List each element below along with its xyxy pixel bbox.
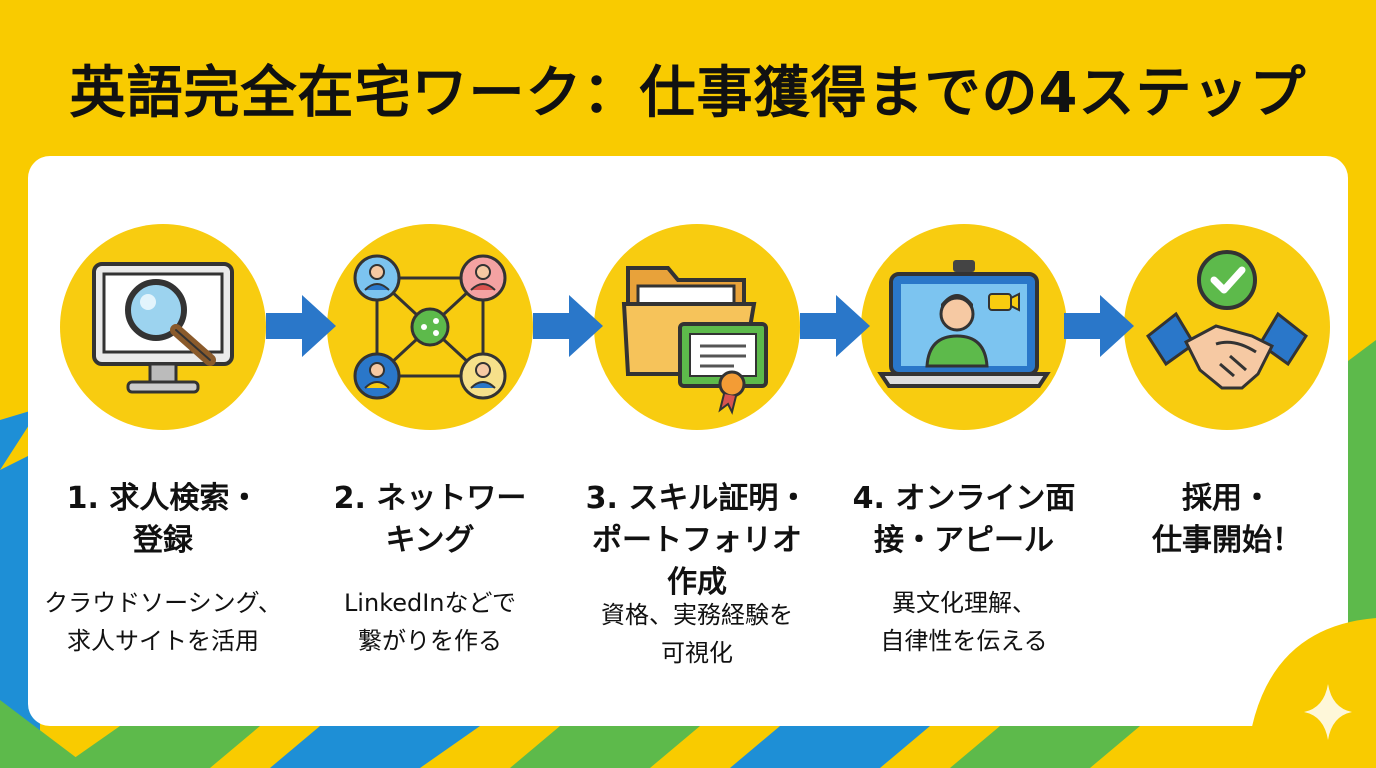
step-3-description: 資格、実務経験を 可視化 [601,601,793,667]
step-2-description: LinkedInなどで 繋がりを作る [343,589,517,655]
arrow-right-icon [1064,295,1134,357]
step-4-title: 4. オンライン面 接・アピール [852,481,1076,558]
network-people-icon [327,224,533,430]
step-5-title: 採用・ 仕事開始！ [1152,481,1302,558]
sparkle-icon [1304,684,1352,740]
step-1-title: 1. 求人検索・ 登録 [66,481,260,558]
monitor-magnifier-icon [60,224,266,430]
arrow-right-icon [266,295,336,357]
step-3-title: 3. スキル証明・ ポートフォリオ 作成 [585,481,809,600]
sparkle-badge [1246,618,1376,768]
page-title: 英語完全在宅ワーク：仕事獲得までの4ステップ [69,61,1307,126]
step-2-title: 2. ネットワー キング [333,481,527,558]
folder-certificate-icon [594,224,800,430]
arrow-right-icon [533,295,603,357]
video-call-icon [861,224,1067,430]
handshake-check-icon [1124,224,1330,430]
arrow-right-icon [800,295,870,357]
step-4-description: 異文化理解、 自律性を伝える [880,589,1048,655]
step-1-description: クラウドソーシング、 求人サイトを活用 [44,589,282,655]
